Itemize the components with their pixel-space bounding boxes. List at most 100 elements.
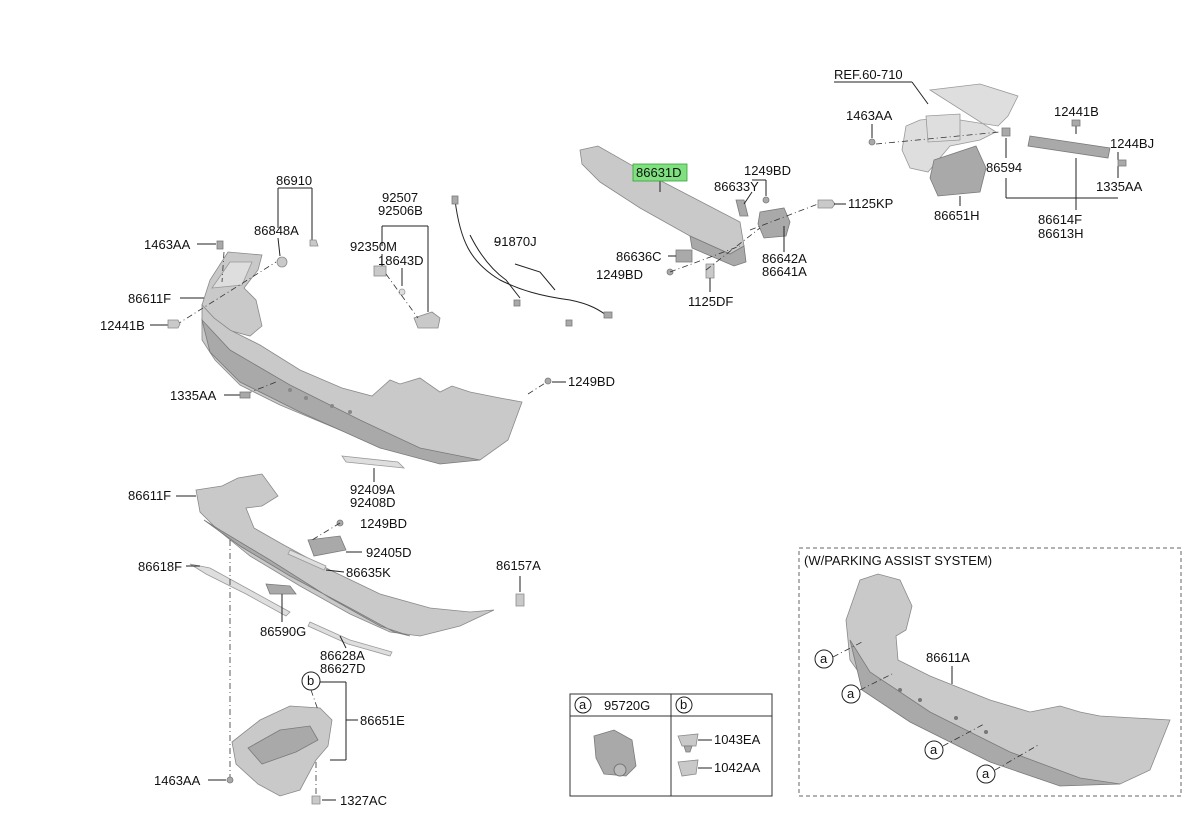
- screw-1463AA-right[interactable]: [868, 138, 876, 146]
- label-86614F: 86614F: [1038, 212, 1082, 227]
- label-1335AA-right: 1335AA: [1096, 179, 1143, 194]
- under-cover-86651E[interactable]: [231, 705, 333, 797]
- screw-86157A[interactable]: [515, 593, 525, 607]
- clip-86910[interactable]: [309, 239, 319, 247]
- label-86611F-top: 86611F: [128, 291, 171, 306]
- label-1244BJ: 1244BJ: [1110, 136, 1154, 151]
- label-86633Y: 86633Y: [714, 179, 759, 194]
- clip-1043EA: [677, 733, 699, 747]
- label-1249BD-low: 1249BD: [360, 516, 407, 531]
- parking-assist-inset: [798, 547, 1182, 797]
- label-1463AA-top: 1463AA: [144, 237, 191, 252]
- label-86627D: 86627D: [320, 661, 366, 676]
- label-ref-60-710: REF.60-710: [834, 67, 903, 82]
- retainer-86848A[interactable]: [276, 256, 288, 268]
- label-12441B-right: 12441B: [1054, 104, 1099, 119]
- bracket-86636C[interactable]: [675, 249, 693, 263]
- bulb-18643D[interactable]: [398, 288, 406, 296]
- wiring-harness-91870J[interactable]: [451, 195, 613, 327]
- parking-sensor-95720G: [593, 729, 637, 777]
- label-18643D: 18643D: [378, 253, 424, 268]
- license-garnish-strip[interactable]: [341, 455, 406, 469]
- license-lamp-92506B[interactable]: [413, 311, 441, 329]
- label-1125DF: 1125DF: [688, 294, 733, 309]
- label-86628A: 86628A: [320, 648, 365, 663]
- bolt-1125DF[interactable]: [705, 263, 715, 279]
- trunk-panel-ref: [901, 83, 1019, 173]
- clip-1042AA: [677, 759, 699, 777]
- inset-callout-a1: a: [820, 651, 828, 666]
- bracket-86590G[interactable]: [265, 583, 297, 595]
- bolt-1327AC[interactable]: [311, 795, 321, 805]
- legend-part-95720G: 95720G: [604, 698, 650, 713]
- highlight-86631D: [632, 163, 688, 182]
- inset-title: (W/PARKING ASSIST SYSTEM): [804, 553, 992, 568]
- label-86635K: 86635K: [346, 565, 391, 580]
- inset-callout-a4: a: [982, 766, 990, 781]
- rear-bumper-lower-86611F[interactable]: [195, 473, 495, 637]
- label-86611F-low: 86611F: [128, 488, 171, 503]
- label-86651E: 86651E: [360, 713, 405, 728]
- legend-part-1043EA: 1043EA: [714, 732, 761, 747]
- label-92405D: 92405D: [366, 545, 412, 560]
- inset-labels: (W/PARKING ASSIST SYSTEM) 86611A a a a a: [804, 553, 992, 781]
- bolt-1125KP[interactable]: [817, 199, 836, 209]
- label-86631D: 86631D: [636, 165, 682, 180]
- label-92350M: 92350M: [350, 239, 397, 254]
- screw-1463AA-top[interactable]: [216, 240, 224, 250]
- inset-callout-a3: a: [930, 742, 938, 757]
- legend-part-1042AA: 1042AA: [714, 760, 761, 775]
- label-1249BD-upper: 1249BD: [744, 163, 791, 178]
- label-callout-b: b: [307, 673, 314, 688]
- socket-92350M[interactable]: [373, 265, 387, 277]
- label-91870J: 91870J: [494, 234, 537, 249]
- label-92506B: 92506B: [378, 203, 423, 218]
- label-86641A: 86641A: [762, 264, 807, 279]
- bracket-86614F[interactable]: [1027, 135, 1111, 159]
- rear-beam-86631D[interactable]: [579, 145, 747, 267]
- label-86613H: 86613H: [1038, 226, 1084, 241]
- label-92408D: 92408D: [350, 495, 396, 510]
- moulding-86618F[interactable]: [189, 563, 291, 617]
- clip-1244BJ[interactable]: [1117, 159, 1127, 167]
- label-86651H: 86651H: [934, 208, 980, 223]
- clip-86594[interactable]: [1001, 127, 1011, 137]
- reflector-92405D[interactable]: [307, 535, 347, 557]
- clip-1335AA-left[interactable]: [239, 391, 251, 399]
- moulding-86628A[interactable]: [307, 621, 393, 657]
- bracket-86633Y[interactable]: [735, 199, 749, 217]
- bolt-12441B-left[interactable]: [167, 319, 181, 329]
- rear-bumper-cover-upper[interactable]: [201, 251, 523, 465]
- garnish-86635K[interactable]: [287, 549, 327, 571]
- legend-key-b: b: [680, 697, 687, 712]
- label-86636C: 86636C: [616, 249, 662, 264]
- bracket-86642A[interactable]: [757, 207, 791, 239]
- label-92409A: 92409A: [350, 482, 395, 497]
- legend-labels: a 95720G b 1043EA 1042AA: [579, 697, 761, 775]
- label-1249BD-left2: 1249BD: [596, 267, 643, 282]
- label-1463AA-right: 1463AA: [846, 108, 893, 123]
- screw-1463AA-bottom[interactable]: [226, 776, 234, 784]
- label-1463AA-bottom: 1463AA: [154, 773, 201, 788]
- label-1249BD-mid: 1249BD: [568, 374, 615, 389]
- label-1125KP: 1125KP: [848, 196, 893, 211]
- inset-callout-a2: a: [847, 686, 855, 701]
- label-92507: 92507: [382, 190, 418, 205]
- label-1327AC: 1327AC: [340, 793, 387, 808]
- label-86642A: 86642A: [762, 251, 807, 266]
- label-86157A: 86157A: [496, 558, 541, 573]
- screw-1249BD-upper[interactable]: [762, 196, 770, 204]
- bolt-12441B-right[interactable]: [1071, 119, 1081, 127]
- screw-1249BD-mid[interactable]: [544, 377, 552, 385]
- label-86910: 86910: [276, 173, 312, 188]
- label-86594: 86594: [986, 160, 1022, 175]
- label-86590G: 86590G: [260, 624, 306, 639]
- label-86618F: 86618F: [138, 559, 182, 574]
- label-1335AA-left: 1335AA: [170, 388, 217, 403]
- callout-labels: 86910 86848A 1463AA 86611F 12441B 1335AA…: [100, 67, 1154, 808]
- label-12441B-left: 12441B: [100, 318, 145, 333]
- legend-table: [569, 693, 773, 797]
- inset-part-86611A: 86611A: [926, 650, 970, 665]
- pad-86651H[interactable]: [929, 145, 987, 197]
